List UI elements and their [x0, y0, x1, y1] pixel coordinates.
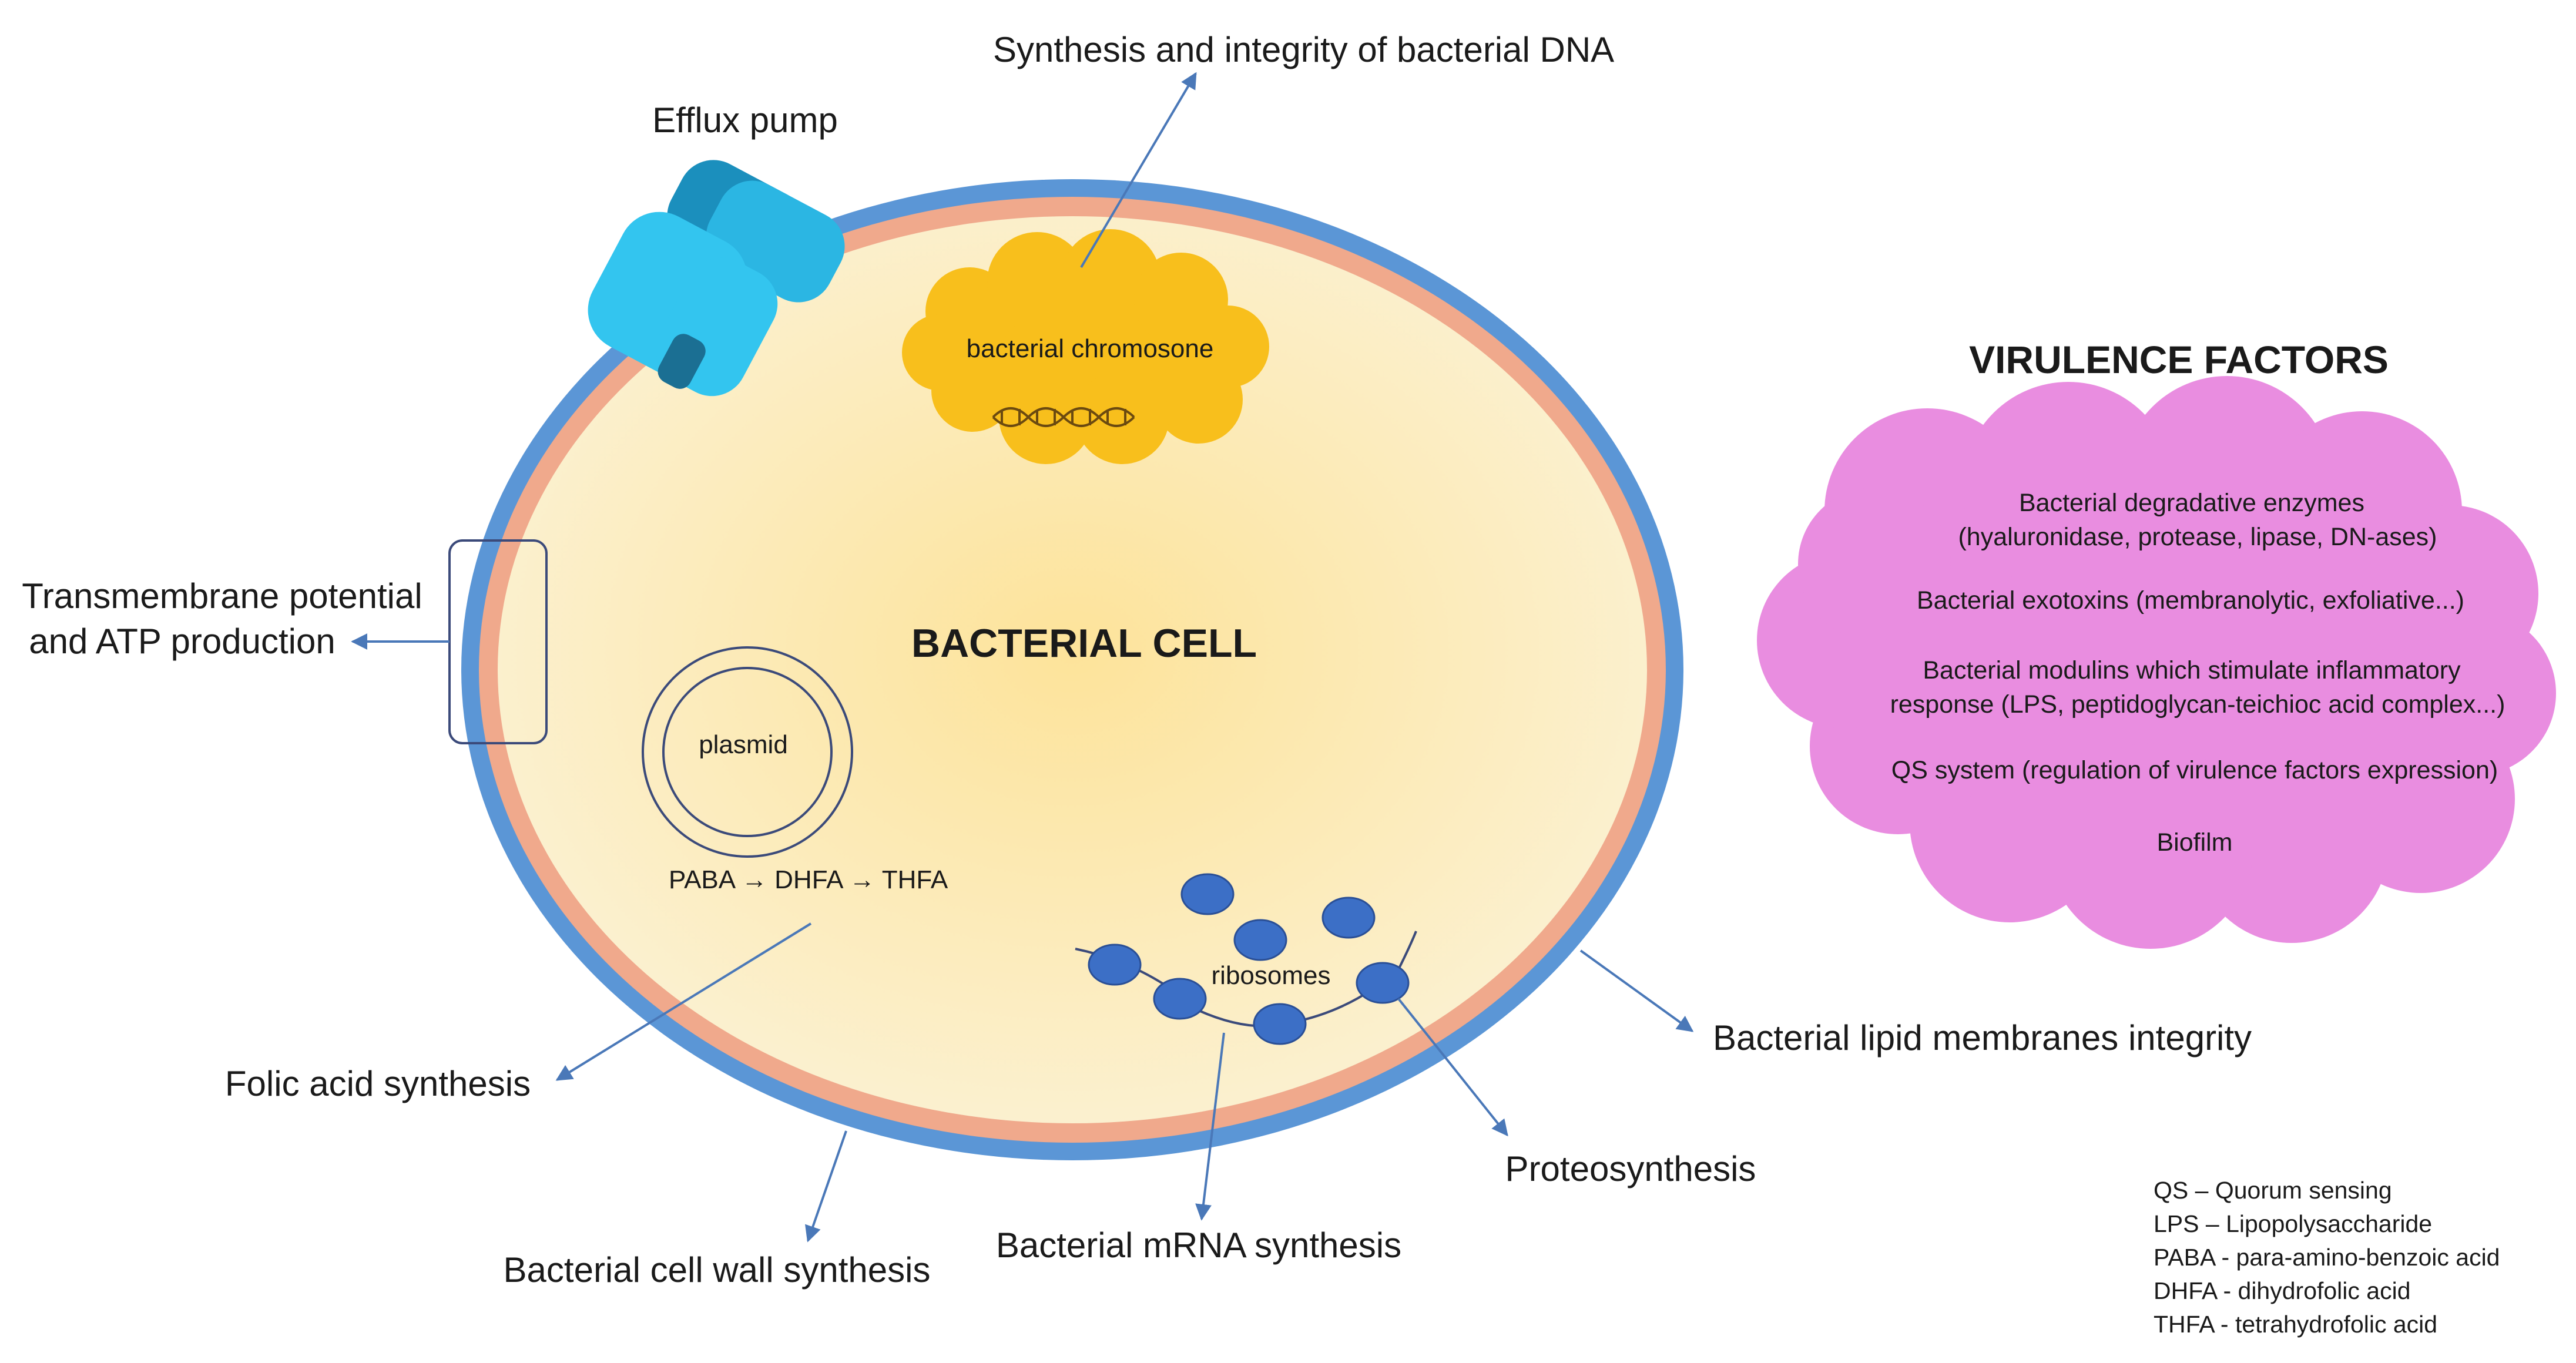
- plasmid: [642, 646, 853, 858]
- efflux-pump-icon: [588, 160, 845, 397]
- plasmid-label: plasmid: [699, 730, 788, 759]
- arrow-cell-wall: [805, 1130, 847, 1243]
- ribosomes-label: ribosomes: [1212, 961, 1331, 990]
- label-cell-wall: Bacterial cell wall synthesis: [504, 1250, 931, 1290]
- cell-title: BACTERIAL CELL: [911, 621, 1257, 666]
- virulence-list: Bacterial degradative enzymes (hyaluroni…: [1890, 489, 2505, 857]
- ribosome: [1180, 873, 1235, 915]
- abbreviation-item: QS – Quorum sensing: [2154, 1177, 2392, 1204]
- abbreviation-item: THFA - tetrahydrofolic acid: [2154, 1311, 2437, 1338]
- arrow-mrna: [1195, 1032, 1225, 1221]
- virulence-item: Bacterial degradative enzymes: [2019, 489, 2364, 517]
- ribosome: [1253, 1003, 1307, 1045]
- ribosome: [1088, 944, 1142, 986]
- folate-pathway-label: PABA → DHFA → THFA: [669, 865, 948, 894]
- ribosome: [1356, 962, 1410, 1004]
- virulence-cloud: [1757, 376, 2556, 949]
- abbreviation-item: DHFA - dihydrofolic acid: [2154, 1277, 2411, 1304]
- chromosome-cloud: [902, 229, 1269, 464]
- ribosome: [1233, 919, 1287, 961]
- label-proteosynthesis: Proteosynthesis: [1505, 1149, 1756, 1189]
- virulence-item: Biofilm: [2156, 828, 2232, 857]
- virulence-item: QS system (regulation of virulence facto…: [1891, 756, 2498, 784]
- ribosomes: [1088, 873, 1410, 1045]
- cytoplasm: [498, 216, 1647, 1123]
- virulence-item: (hyaluronidase, protease, lipase, DN-ase…: [1958, 523, 2437, 551]
- label-mrna: Bacterial mRNA synthesis: [996, 1226, 1401, 1265]
- chromosome-label: bacterial chromosone: [967, 334, 1214, 363]
- abbreviations-legend: QS – Quorum sensing LPS – Lipopolysaccha…: [2154, 1177, 2500, 1338]
- abbreviation-item: LPS – Lipopolysaccharide: [2154, 1210, 2432, 1237]
- label-membrane-potential-2: and ATP production: [29, 622, 335, 661]
- label-efflux-pump: Efflux pump: [652, 100, 838, 140]
- arrow-lipid-membranes: [1579, 949, 1694, 1032]
- arrow-folic-acid: [555, 922, 812, 1081]
- ribosome: [1321, 897, 1376, 939]
- virulence-item: Bacterial modulins which stimulate infla…: [1923, 656, 2461, 684]
- label-membrane-potential-1: Transmembrane potential: [22, 576, 422, 616]
- virulence-item: Bacterial exotoxins (membranolytic, exfo…: [1917, 586, 2464, 615]
- label-dna: Synthesis and integrity of bacterial DNA: [993, 30, 1614, 69]
- dna-helix-icon: [992, 407, 1135, 427]
- label-lipid-membranes: Bacterial lipid membranes integrity: [1713, 1018, 2252, 1058]
- abbreviation-item: PABA - para-amino-benzoic acid: [2154, 1244, 2500, 1271]
- ribosome: [1153, 978, 1207, 1020]
- arrow-proteosynthesis: [1397, 998, 1508, 1137]
- virulence-item: response (LPS, peptidoglycan-teichioc ac…: [1890, 690, 2505, 719]
- arrows: [351, 72, 1694, 1243]
- label-folic-acid: Folic acid synthesis: [225, 1064, 531, 1103]
- virulence-title: VIRULENCE FACTORS: [1969, 338, 2389, 381]
- arrow-dna: [1080, 72, 1197, 268]
